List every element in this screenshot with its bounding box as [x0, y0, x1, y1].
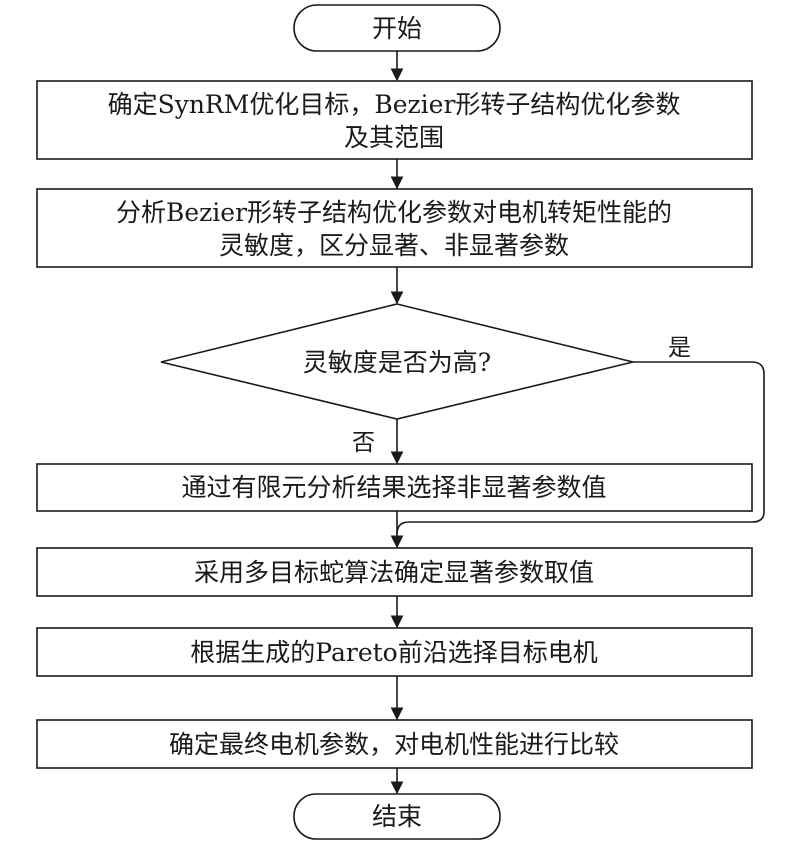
branch-no-label: 否 — [352, 430, 375, 456]
final-parameters-label: 确定最终电机参数，对电机性能进行比较 — [169, 730, 619, 759]
pareto-selection-box: 根据生成的Pareto前沿选择目标电机 — [36, 627, 753, 677]
define-objectives-line-1: 确定SynRM优化目标，Bezier形转子结构优化参数 — [108, 90, 681, 119]
end-node: 结束 — [293, 793, 501, 840]
pareto-selection-label: 根据生成的Pareto前沿选择目标电机 — [190, 638, 597, 667]
end-label: 结束 — [372, 802, 422, 831]
fem-selection-label: 通过有限元分析结果选择非显著参数值 — [181, 473, 606, 502]
snake-algorithm-box: 采用多目标蛇算法确定显著参数取值 — [36, 547, 753, 597]
define-objectives-box: 确定SynRM优化目标，Bezier形转子结构优化参数 及其范围 — [36, 80, 753, 160]
start-node: 开始 — [293, 4, 501, 52]
sensitivity-analysis-line-2: 灵敏度，区分显著、非显著参数 — [219, 231, 569, 260]
sensitivity-analysis-box: 分析Bezier形转子结构优化参数对电机转矩性能的 灵敏度，区分显著、非显著参数 — [36, 188, 753, 268]
decision-label: 灵敏度是否为高? — [303, 348, 491, 377]
decision-diamond: 灵敏度是否为高? — [160, 303, 634, 420]
start-label: 开始 — [372, 14, 422, 43]
arrow-decision-yes — [390, 361, 765, 549]
sensitivity-analysis-line-1: 分析Bezier形转子结构优化参数对电机转矩性能的 — [116, 198, 672, 227]
branch-yes-label: 是 — [668, 335, 691, 361]
fem-selection-box: 通过有限元分析结果选择非显著参数值 — [36, 463, 753, 512]
final-parameters-box: 确定最终电机参数，对电机性能进行比较 — [36, 719, 753, 769]
define-objectives-line-2: 及其范围 — [344, 123, 444, 152]
snake-algorithm-label: 采用多目标蛇算法确定显著参数取值 — [194, 558, 594, 587]
